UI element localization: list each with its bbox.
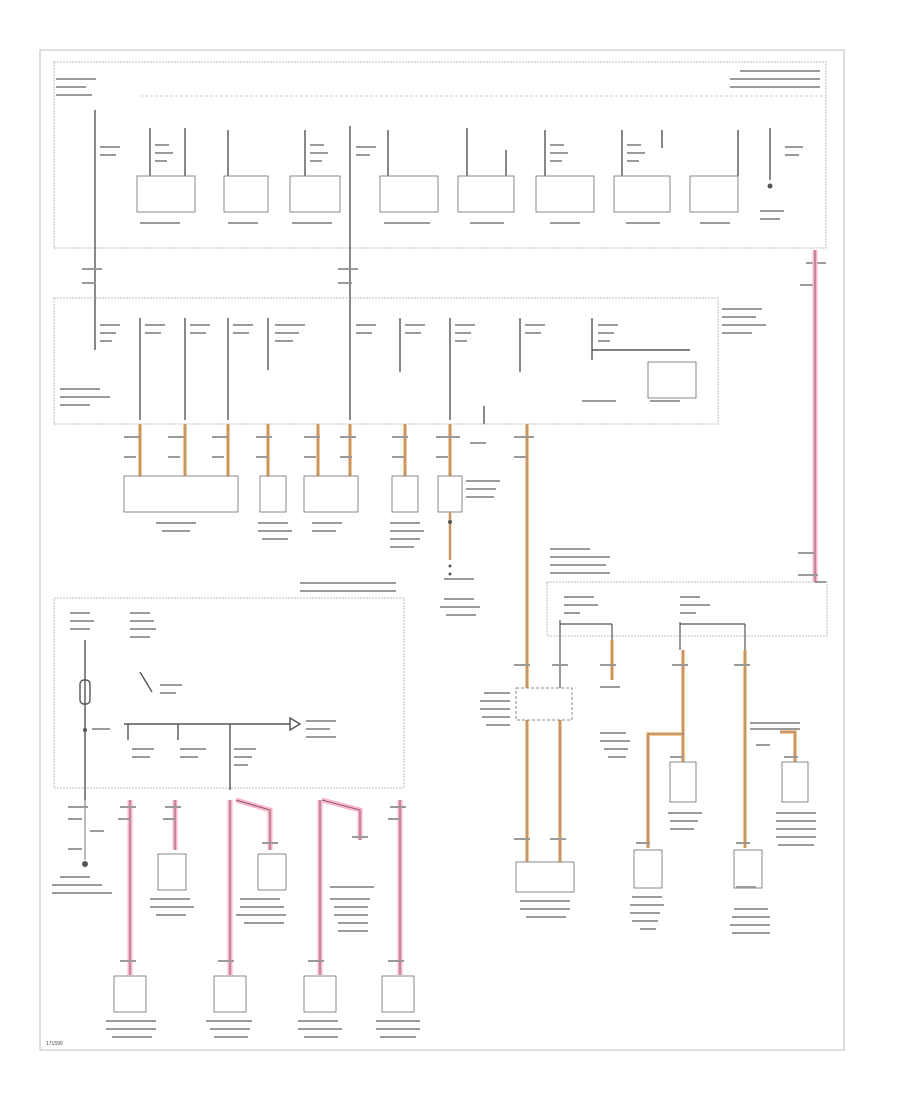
mid-orange-drops (124, 424, 534, 690)
top-fuse-block (53, 61, 827, 250)
left-lower-modules (113, 853, 415, 1013)
outer-frame (39, 49, 845, 1051)
figure-code: 171590 (46, 1041, 63, 1047)
right-lower-fuse-block (546, 548, 828, 690)
mid-modules (123, 475, 463, 513)
top-to-mid-connectors (94, 250, 351, 300)
right-lower-wires (480, 640, 800, 862)
middle-fuse-block (53, 297, 766, 425)
right-lower-modules (515, 761, 809, 893)
left-lower-fuse-block (53, 582, 405, 800)
left-lower-wires (52, 797, 406, 975)
